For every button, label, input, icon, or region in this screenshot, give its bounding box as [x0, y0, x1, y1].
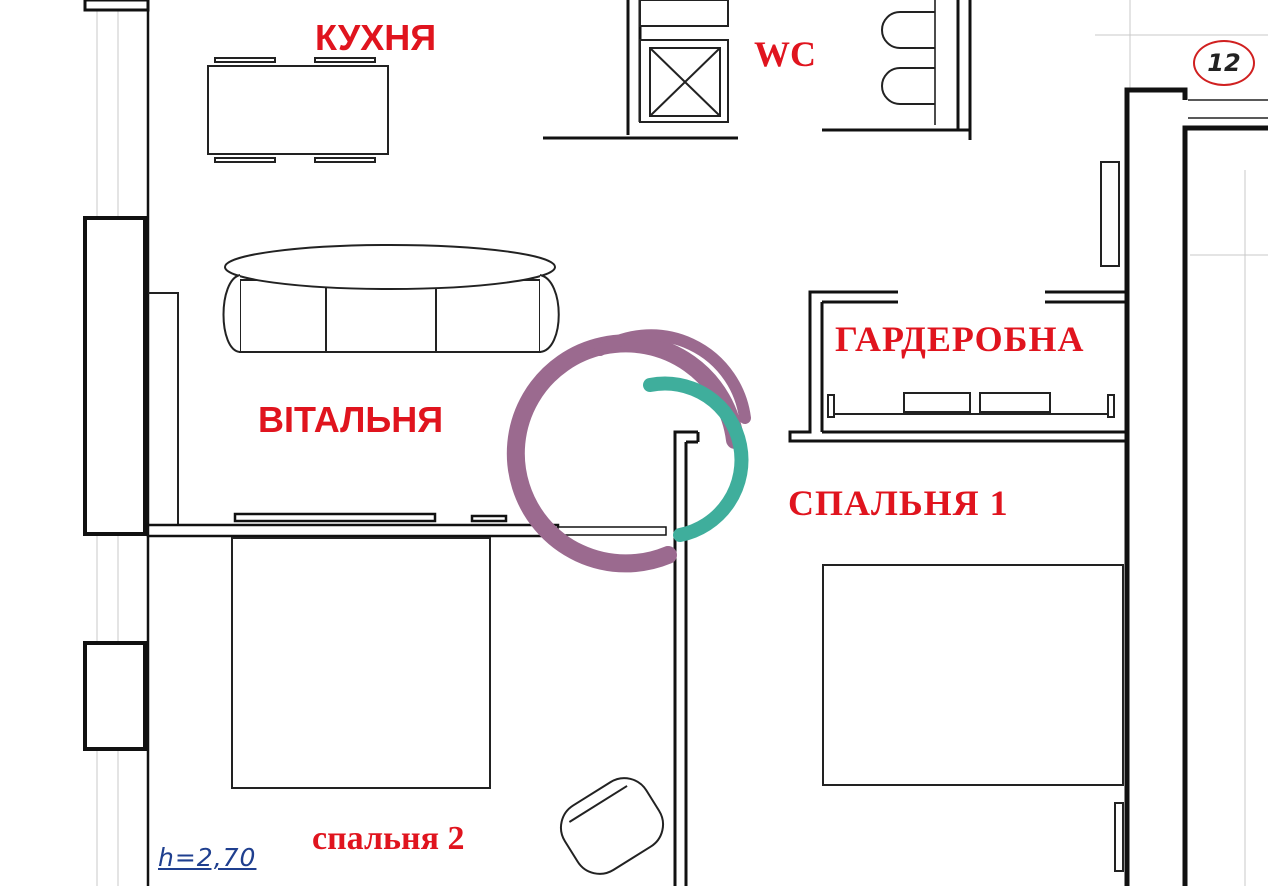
wc-fixtures: [881, 11, 935, 105]
room-label-living: ВІТАЛЬНЯ: [258, 399, 444, 440]
window-pier-upper: [83, 216, 147, 536]
bedroom-partition: [673, 430, 700, 886]
bedroom1-bed: [822, 564, 1124, 786]
left-exterior-wall: [83, 0, 150, 886]
wardrobe-walls: [788, 290, 1125, 443]
bedroom2-bed: [231, 537, 491, 789]
sofa: [222, 244, 560, 353]
right-door-frames: [1100, 99, 1268, 872]
room-label-bedroom-2: спальня 2: [312, 820, 465, 857]
kitchen-table: [207, 57, 389, 163]
ceiling-height-label: h=2,70: [158, 843, 257, 872]
armchair: [559, 777, 665, 875]
living-bedroom2-wall: [146, 512, 667, 538]
room-label-bedroom-1: СПАЛЬНЯ 1: [788, 483, 1009, 523]
room-label-wc: WC: [754, 34, 816, 74]
wardrobe-shelves: [827, 392, 1115, 418]
window-pier-lower: [83, 641, 147, 751]
plan-number-text: 12: [1207, 49, 1241, 77]
right-walls: [1124, 87, 1268, 886]
watermark-logo: [506, 329, 751, 573]
wc-shower: [639, 0, 729, 123]
living-cabinet: [148, 292, 179, 525]
room-label-wardrobe: ГАРДЕРОБНА: [835, 319, 1085, 359]
plan-number-badge: 12: [1193, 40, 1255, 86]
room-label-kitchen: КУХНЯ: [315, 17, 437, 58]
